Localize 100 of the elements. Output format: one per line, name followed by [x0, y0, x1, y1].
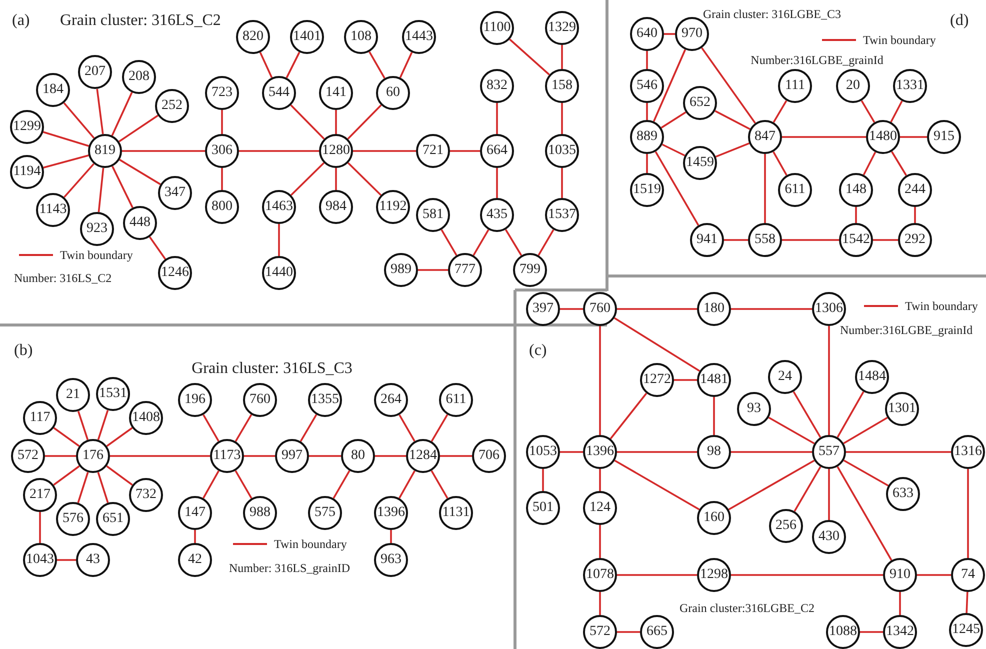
- panel-label: (d): [950, 12, 969, 30]
- grain-circle: 1298: [697, 558, 731, 592]
- grain-circle: 820: [236, 20, 270, 54]
- twin-boundary-line: [97, 472, 109, 504]
- grain-circle: 184: [36, 73, 70, 107]
- grain-circle: 1088: [826, 615, 860, 649]
- twin-boundary-line: [660, 111, 686, 129]
- twin-boundary-line: [290, 104, 325, 140]
- twin-boundary-line: [914, 207, 916, 223]
- grain-circle: 1408: [129, 401, 163, 435]
- twin-boundary-line: [843, 416, 888, 444]
- twin-boundary-line: [967, 469, 969, 558]
- twin-boundary-line: [782, 239, 839, 241]
- grain-circle: 1463: [262, 190, 296, 224]
- grain-circle: 501: [526, 491, 560, 525]
- twin-boundary-line: [430, 414, 448, 442]
- grain-circle: 148: [839, 173, 873, 207]
- twin-boundary-line: [57, 559, 76, 561]
- twin-boundary-line: [110, 455, 210, 457]
- twin-boundary-line: [496, 103, 498, 134]
- twin-boundary-line: [375, 455, 406, 457]
- twin-boundary-line: [599, 525, 601, 558]
- twin-boundary-line: [194, 530, 196, 543]
- twin-boundary-line: [614, 460, 700, 510]
- twin-boundary-line: [617, 451, 697, 453]
- grain-circle: 264: [374, 383, 408, 417]
- twin-boundary-line: [899, 592, 901, 615]
- grain-circle: 1246: [158, 256, 192, 290]
- twin-boundary-line: [731, 574, 883, 576]
- twin-boundary-line: [561, 103, 563, 134]
- grain-circle: 21: [56, 378, 90, 412]
- twin-boundary-line: [860, 100, 876, 123]
- grain-circle: 1284: [406, 439, 440, 473]
- twin-boundary-line: [846, 451, 951, 453]
- twin-boundary-line: [966, 592, 968, 614]
- grain-circle: 24: [768, 360, 802, 394]
- twin-boundary-line: [768, 416, 815, 444]
- twin-boundary-line: [764, 154, 766, 223]
- twin-boundary-line: [347, 104, 382, 140]
- grain-circle: 158: [545, 69, 579, 103]
- twin-boundary-line: [309, 455, 341, 457]
- grain-circle: 93: [737, 392, 771, 426]
- caption-text: Grain cluster: 316LS_C3: [192, 360, 352, 378]
- grain-circle: 306: [205, 134, 239, 168]
- grain-circle: 800: [205, 190, 239, 224]
- grain-circle: 1299: [10, 110, 44, 144]
- twin-boundary-line: [118, 114, 158, 142]
- panel-label: (b): [14, 342, 33, 360]
- grain-circle: 60: [376, 76, 410, 110]
- grain-circle: 572: [583, 615, 617, 649]
- grain-circle: 970: [675, 17, 709, 51]
- grain-circle: 20: [836, 69, 870, 103]
- twin-boundary-line: [560, 451, 583, 453]
- twin-boundary-line: [300, 414, 318, 442]
- twin-boundary-line: [560, 308, 583, 310]
- grain-circle: 1301: [885, 392, 919, 426]
- caption-text: Number:316LGBE_grainId: [840, 324, 973, 338]
- grain-circle: 576: [56, 502, 90, 536]
- grain-circle: 117: [23, 401, 57, 435]
- grain-circle: 147: [178, 496, 212, 530]
- grain-circle: 208: [122, 60, 156, 94]
- twin-boundary-line: [239, 150, 319, 152]
- grain-circle: 111: [778, 69, 812, 103]
- grain-circle: 108: [344, 20, 378, 54]
- grain-circle: 1542: [839, 223, 873, 257]
- twin-boundary-line: [900, 136, 927, 138]
- grain-circle: 915: [927, 120, 961, 154]
- grain-circle: 989: [384, 253, 418, 287]
- grain-circle: 43: [76, 543, 110, 577]
- grain-circle: 1331: [893, 69, 927, 103]
- grain-circle: 1100: [480, 11, 514, 45]
- twin-boundary-line: [347, 162, 382, 196]
- twin-boundary-line: [873, 239, 898, 241]
- caption-text: Grain cluster:316LGBE_C2: [680, 602, 814, 616]
- twin-boundary-line: [614, 317, 700, 372]
- grain-circle: 256: [769, 509, 803, 543]
- grain-circle: 640: [630, 17, 664, 51]
- twin-boundary-line: [98, 168, 104, 212]
- grain-circle: 74: [951, 558, 985, 592]
- twin-boundary-line: [509, 38, 550, 76]
- twin-boundary-line: [496, 168, 498, 198]
- grain-circle: 760: [243, 383, 277, 417]
- grain-circle: 1396: [583, 435, 617, 469]
- caption-text: Number: 316LS_grainID: [229, 562, 350, 576]
- grain-circle: 1194: [10, 155, 44, 189]
- grain-circle: 1519: [630, 173, 664, 207]
- twin-boundary-line: [713, 397, 715, 435]
- grain-circle: 997: [275, 439, 309, 473]
- twin-boundary-line: [652, 49, 686, 122]
- twin-boundary-line: [440, 229, 458, 256]
- twin-boundary-line: [782, 136, 866, 138]
- twin-boundary-line: [674, 379, 697, 381]
- twin-boundary-line: [792, 391, 822, 438]
- grain-circle: 435: [480, 198, 514, 232]
- grain-circle: 633: [886, 477, 920, 511]
- twin-boundary-line: [244, 455, 275, 457]
- twin-boundary-line: [335, 110, 337, 134]
- twin-boundary-line: [234, 470, 252, 499]
- twin-boundary-line: [860, 631, 883, 633]
- grain-circle: 819: [88, 134, 122, 168]
